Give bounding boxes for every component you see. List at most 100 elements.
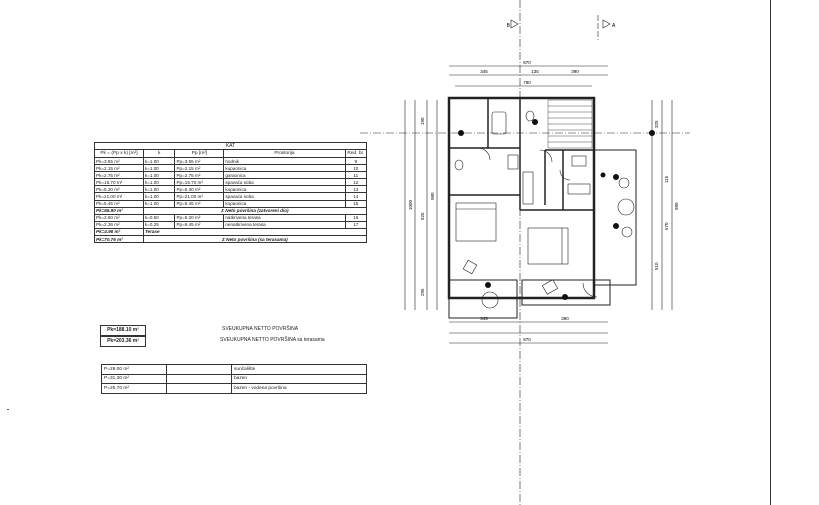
section-b-arrow — [510, 19, 519, 29]
marker-dot — [613, 174, 619, 180]
cell-no: 17 — [344, 220, 368, 229]
cell-pp: Pp=5.45 m² — [174, 199, 225, 208]
cell-pp: Pp=5.20 m² — [174, 213, 225, 222]
cell-empty — [166, 373, 232, 384]
table-row: Pk=2.75 m² k=1.00 Pp=2.75 m² garaonica 1… — [94, 171, 368, 180]
dim-text: 345 — [480, 69, 488, 74]
cell-no: 10 — [344, 164, 368, 173]
header-area: Pk = (Pp x k) [m²] — [94, 149, 144, 158]
table-row: P=31.30 m² bazen — [101, 373, 367, 384]
grand-total-row: Pk=70.76 m² Σ Neto površina (sa terasama… — [94, 235, 368, 244]
cell-pp: Pp=5.30 m² — [174, 185, 225, 194]
marker-dot — [458, 130, 464, 136]
grand-total-area: Pk=70.76 m² — [94, 235, 144, 244]
grand-total-label: Σ Neto površina (sa terasama) — [142, 235, 368, 244]
chair-icon — [618, 177, 630, 189]
table-row: Pk=2.15 m² k=1.00 Pp=2.15 m² kupaonica 1… — [94, 164, 368, 173]
cell-k: k=1.00 — [142, 185, 176, 194]
table-row: Pk=21.00 m² k=1.00 Pp=21.00 m² spavaća s… — [94, 192, 368, 201]
subtotal-row: Pk=65.80 m² Σ Neto površina (zatvoreni d… — [94, 206, 368, 215]
cell-no: 9 — [344, 156, 368, 166]
cell-no: 14 — [344, 192, 368, 201]
cell-pp: Pp=2.75 m² — [174, 171, 225, 180]
cell-area: Pk=2.75 m² — [94, 171, 144, 180]
table-row: Pk=5.30 m² k=1.00 Pp=5.30 m² kupaonica 1… — [94, 185, 368, 194]
cell-k: k=1.00 — [142, 171, 176, 180]
door-swing — [559, 169, 571, 181]
terrace-outline — [593, 149, 637, 286]
cell-room: garaonica — [223, 171, 346, 180]
marker-dot — [600, 172, 606, 178]
cell-no: 12 — [344, 178, 368, 187]
dim-text: 135 — [531, 69, 539, 74]
dim-text: 525 — [420, 212, 425, 220]
dim-text: 980 — [430, 192, 435, 200]
cell-area: Pk=15.70 m² — [94, 178, 144, 187]
dim-text: 780 — [523, 80, 531, 85]
net-terrace-area-value: Pk=203.36 m² — [100, 336, 146, 347]
cell-k: k=1.00 — [142, 156, 176, 166]
dim-text: 345 — [480, 316, 488, 321]
cell-k: k=0.50 — [142, 213, 176, 222]
header-k: k — [142, 149, 176, 158]
cell-value: P=31.30 m² — [101, 373, 167, 384]
marker-dot — [562, 294, 568, 300]
dim-text: 390 — [571, 69, 579, 74]
dim-text: 870 — [523, 337, 531, 342]
marker-dot — [485, 282, 491, 288]
cell-empty — [166, 383, 232, 394]
door-swing — [477, 147, 491, 161]
sheet-border-right — [770, 0, 771, 505]
cell-pp: Pp=3.55 m² — [174, 156, 225, 166]
terrace-table-icon — [617, 198, 635, 216]
dim-text: 870 — [523, 60, 531, 65]
table-row: P=29.00 m² sunčalište — [101, 364, 367, 375]
marker-dot — [649, 130, 655, 136]
cell-room: hodnik — [223, 156, 346, 166]
cell-area: Pk=5.30 m² — [94, 185, 144, 194]
door-swing — [539, 149, 553, 163]
cell-room: kupaonica — [223, 185, 346, 194]
marker-dot — [532, 119, 538, 125]
cell-pp: Pp=9.45 m² — [174, 220, 225, 229]
shower-icon — [507, 154, 519, 170]
cell-area: Pk=2.15 m² — [94, 164, 144, 173]
staircase — [547, 99, 593, 149]
net-area-label: SVEUKUPNA NETTO POVRŠINA — [222, 326, 299, 332]
outer-walls — [447, 96, 596, 300]
cell-name: sunčalište — [231, 364, 367, 375]
table-row: Pk=2.60 m² k=0.50 Pp=5.20 m² natkrivena … — [94, 213, 368, 222]
dim-text: 510 — [654, 262, 659, 270]
dim-text: 390 — [561, 316, 569, 321]
door-swing — [582, 282, 598, 298]
net-terrace-area-label: SVEUKUPNA NETTO POVRŠINA sa terasama — [220, 337, 325, 343]
cell-area: Pk=5.45 m² — [94, 199, 144, 208]
table-title: KAT — [94, 142, 367, 150]
cell-room: natkrivena terasa — [223, 213, 346, 222]
bed-icon — [527, 227, 569, 265]
cell-pp: Pp=15.70 m² — [174, 178, 225, 187]
dim-text: 190 — [420, 117, 425, 125]
toilet-icon — [454, 159, 464, 171]
table-row: P=25.70 m² bazen - vodena površina — [101, 383, 367, 394]
cell-room: kupaonica — [223, 164, 346, 173]
wardrobe-icon — [522, 171, 534, 205]
cell-room: spavaća soba — [223, 192, 346, 201]
marker-dot — [613, 223, 619, 229]
dim-text: 980 — [674, 202, 679, 210]
bathtub-icon — [491, 111, 507, 135]
cell-name: bazen - vodena površina — [231, 383, 367, 394]
cell-area: Pk=3.55 m² — [94, 156, 144, 166]
subtotal-area: Pk=65.80 m² — [94, 206, 144, 215]
cell-k: k=1.00 — [142, 192, 176, 201]
terrace-table-icon — [481, 291, 499, 309]
lower-terrace-left — [448, 279, 518, 319]
cell-value: P=29.00 m² — [101, 364, 167, 375]
cell-room: kupaonica — [223, 199, 346, 208]
section-a-label: A — [612, 23, 616, 29]
dim-text: 295 — [420, 288, 425, 296]
bed-icon — [455, 202, 497, 242]
cell-pp: Pp=2.15 m² — [174, 164, 225, 173]
cell-no: 16 — [344, 213, 368, 222]
subtotal-label: Σ Neto površina (zatvoreni dio) — [142, 206, 368, 215]
